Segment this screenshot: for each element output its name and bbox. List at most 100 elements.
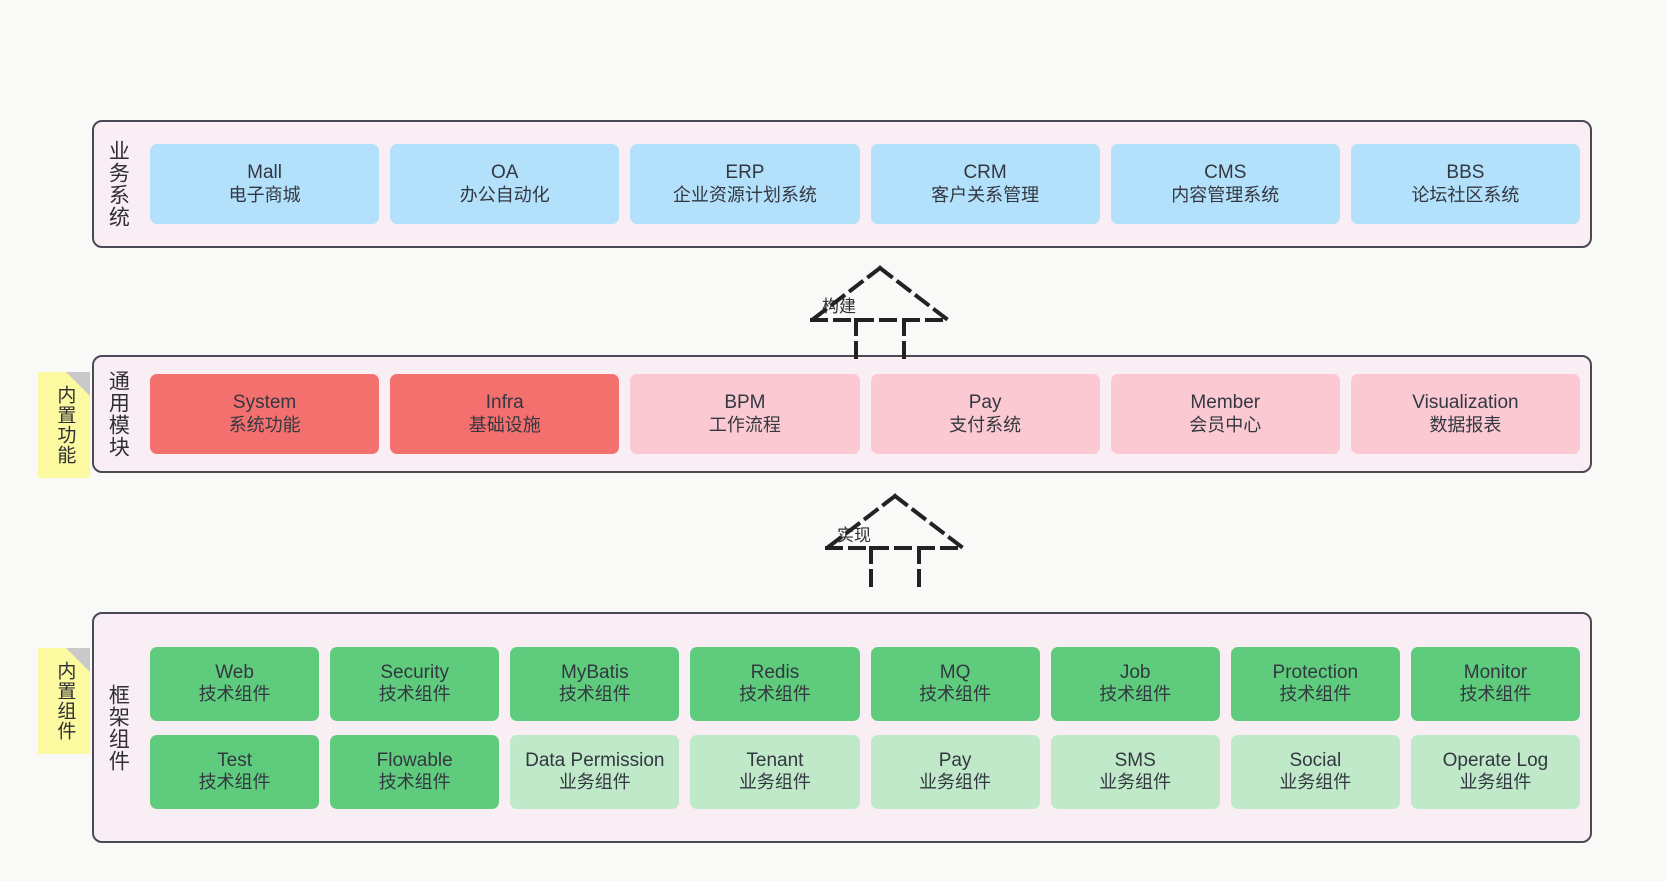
node-oa[interactable]: OA 办公自动化	[390, 144, 620, 224]
node-title-en: Security	[380, 661, 449, 683]
node-pay-module[interactable]: Pay 支付系统	[870, 374, 1100, 454]
node-title-en: Monitor	[1463, 661, 1528, 683]
node-protection[interactable]: Protection 技术组件	[1230, 646, 1400, 721]
node-security[interactable]: Security 技术组件	[330, 646, 500, 721]
node-redis[interactable]: Redis 技术组件	[690, 646, 860, 721]
node-title-cn: 业务组件	[1279, 772, 1352, 793]
node-social[interactable]: Social 业务组件	[1230, 734, 1400, 809]
node-title-en: Redis	[750, 661, 800, 683]
node-title-cn: 客户关系管理	[931, 184, 1040, 205]
node-title-cn: 技术组件	[558, 684, 631, 705]
node-title-cn: 工作流程	[708, 414, 781, 435]
connector-arrowhead-right	[877, 265, 951, 323]
layer-body-framework-component: Web 技术组件 Security 技术组件 MyBatis 技术组件 Redi…	[140, 614, 1590, 841]
layer-body-business-system: Mall 电子商城 OA 办公自动化 ERP 企业资源计划系统 CRM 客户关系…	[140, 122, 1590, 246]
node-title-cn: 数据报表	[1429, 414, 1502, 435]
node-title-cn: 支付系统	[949, 414, 1022, 435]
node-infra[interactable]: Infra 基础设施	[390, 374, 620, 454]
node-title-en: Infra	[485, 392, 524, 414]
node-visualization[interactable]: Visualization 数据报表	[1350, 374, 1581, 454]
node-title-en: OA	[491, 162, 519, 184]
node-title-en: CRM	[963, 162, 1007, 184]
node-title-cn: 技术组件	[919, 684, 992, 705]
node-title-en: Social	[1289, 749, 1342, 771]
node-title-en: System	[232, 392, 297, 414]
sticky-fold-icon	[66, 372, 90, 396]
node-title-en: BBS	[1446, 162, 1485, 184]
node-title-cn: 技术组件	[1279, 684, 1352, 705]
node-title-cn: 业务组件	[919, 772, 992, 793]
node-operate-log[interactable]: Operate Log 业务组件	[1410, 734, 1580, 809]
node-sms[interactable]: SMS 业务组件	[1050, 734, 1220, 809]
node-title-en: Test	[217, 749, 252, 771]
node-title-cn: 业务组件	[1459, 772, 1532, 793]
sticky-note-label: 内置组件	[54, 661, 76, 741]
sticky-note-label: 内置功能	[54, 385, 76, 465]
node-cms[interactable]: CMS 内容管理系统	[1110, 144, 1340, 224]
node-row: System 系统功能 Infra 基础设施 BPM 工作流程 Pay 支付系统…	[150, 374, 1581, 454]
connector-arrowhead-right	[892, 493, 966, 551]
node-title-en: Data Permission	[525, 749, 665, 771]
node-mybatis[interactable]: MyBatis 技术组件	[510, 646, 680, 721]
layer-common-module: 通用模块 System 系统功能 Infra 基础设施 BPM 工作流程 Pay…	[92, 355, 1592, 473]
node-crm[interactable]: CRM 客户关系管理	[870, 144, 1100, 224]
node-title-cn: 基础设施	[468, 414, 541, 435]
node-web[interactable]: Web 技术组件	[150, 646, 320, 721]
node-title-en: Operate Log	[1442, 749, 1549, 771]
node-title-en: Job	[1119, 661, 1151, 683]
node-title-en: MQ	[939, 661, 971, 683]
node-title-en: Tenant	[746, 749, 804, 771]
connector-arrowhead-left	[809, 265, 883, 323]
node-row: Web 技术组件 Security 技术组件 MyBatis 技术组件 Redi…	[150, 646, 1580, 721]
node-bpm[interactable]: BPM 工作流程	[630, 374, 860, 454]
node-test[interactable]: Test 技术组件	[150, 734, 320, 809]
node-bbs[interactable]: BBS 论坛社区系统	[1350, 144, 1581, 224]
node-tenant[interactable]: Tenant 业务组件	[690, 734, 860, 809]
node-title-cn: 技术组件	[1459, 684, 1532, 705]
node-title-cn: 企业资源计划系统	[672, 184, 817, 205]
node-title-en: Web	[215, 661, 254, 683]
sticky-note-builtin-component: 内置组件	[38, 648, 90, 754]
layer-title-common-module: 通用模块	[106, 370, 130, 458]
node-data-permission[interactable]: Data Permission 业务组件	[510, 734, 680, 809]
connector-label-build: 构建	[822, 297, 856, 316]
node-row: Test 技术组件 Flowable 技术组件 Data Permission …	[150, 734, 1580, 809]
node-title-en: Visualization	[1412, 392, 1519, 414]
layer-business-system: 业务系统 Mall 电子商城 OA 办公自动化 ERP 企业资源计划系统 CRM…	[92, 120, 1592, 248]
node-job[interactable]: Job 技术组件	[1050, 646, 1220, 721]
node-flowable[interactable]: Flowable 技术组件	[330, 734, 500, 809]
node-title-cn: 电子商城	[228, 184, 301, 205]
node-title-cn: 技术组件	[1099, 684, 1172, 705]
node-title-en: BPM	[724, 392, 766, 414]
node-title-en: MyBatis	[561, 661, 629, 683]
node-mq[interactable]: MQ 技术组件	[870, 646, 1040, 721]
node-title-cn: 业务组件	[1099, 772, 1172, 793]
node-member[interactable]: Member 会员中心	[1110, 374, 1340, 454]
node-title-cn: 业务组件	[558, 772, 631, 793]
node-title-cn: 技术组件	[198, 684, 271, 705]
node-title-en: Flowable	[376, 749, 453, 771]
connector-implement	[824, 493, 966, 590]
node-title-cn: 会员中心	[1189, 414, 1262, 435]
node-erp[interactable]: ERP 企业资源计划系统	[630, 144, 860, 224]
node-title-cn: 技术组件	[198, 772, 271, 793]
node-mall[interactable]: Mall 电子商城	[150, 144, 380, 224]
connector-build	[809, 265, 951, 362]
node-title-en: CMS	[1204, 162, 1247, 184]
node-system[interactable]: System 系统功能	[150, 374, 380, 454]
node-title-en: Protection	[1272, 661, 1359, 683]
node-title-en: SMS	[1114, 749, 1156, 771]
connector-label-implement: 实现	[837, 526, 871, 545]
node-title-cn: 业务组件	[738, 772, 811, 793]
node-title-cn: 内容管理系统	[1171, 184, 1280, 205]
node-monitor[interactable]: Monitor 技术组件	[1410, 646, 1580, 721]
node-title-en: Pay	[968, 392, 1002, 414]
node-pay-component[interactable]: Pay 业务组件	[870, 734, 1040, 809]
connector-arrowhead-left	[824, 493, 898, 551]
node-title-en: ERP	[725, 162, 765, 184]
sticky-note-builtin-function: 内置功能	[38, 372, 90, 478]
node-title-en: Pay	[938, 749, 972, 771]
layer-framework-component: 框架组件 Web 技术组件 Security 技术组件 MyBatis 技术组件…	[92, 612, 1592, 843]
layer-title-framework-component: 框架组件	[106, 683, 130, 772]
